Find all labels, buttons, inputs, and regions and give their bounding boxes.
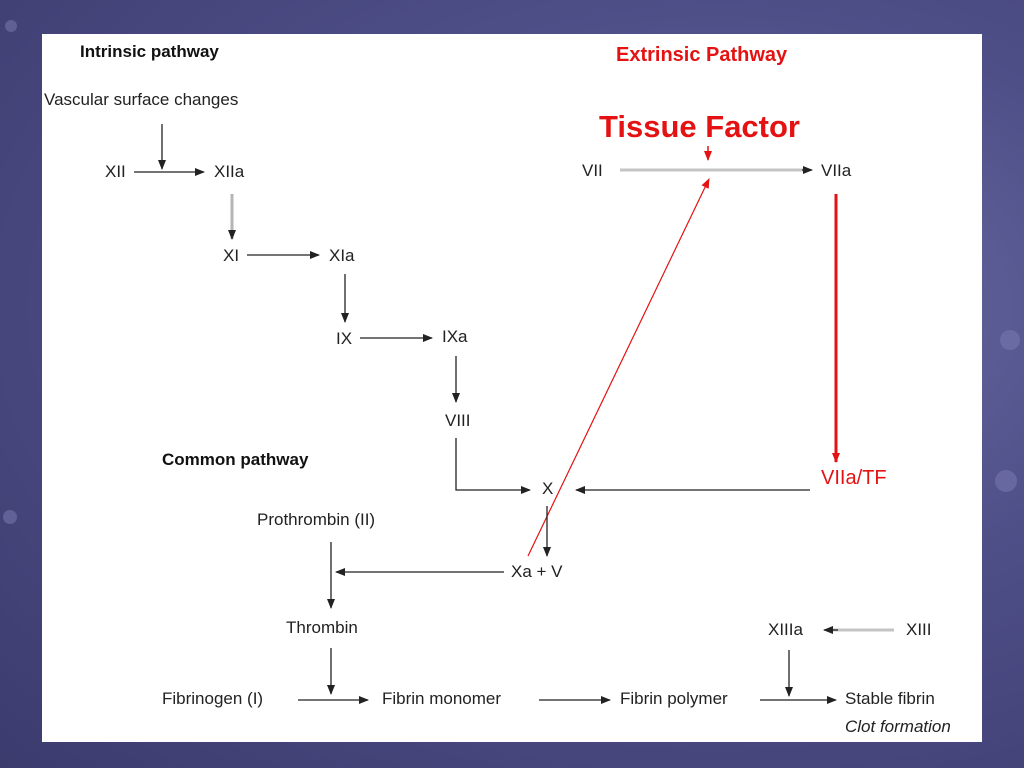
fibrinogen-label: Fibrinogen (I) bbox=[162, 689, 264, 708]
fibrin-polymer-label: Fibrin polymer bbox=[620, 689, 728, 708]
extrinsic-title: Extrinsic Pathway bbox=[616, 44, 788, 66]
factor-viia: VIIa bbox=[821, 161, 852, 180]
factor-viii: VIII bbox=[445, 411, 471, 430]
pathway-arrows bbox=[134, 124, 894, 704]
background-dot bbox=[3, 510, 17, 524]
factor-ixa: IXa bbox=[442, 327, 468, 346]
arrow-viii-to-x bbox=[455, 438, 531, 494]
factor-xii: XII bbox=[105, 162, 126, 181]
intrinsic-title: Intrinsic pathway bbox=[80, 42, 219, 61]
factor-xia: XIa bbox=[329, 246, 355, 265]
common-title: Common pathway bbox=[162, 450, 309, 469]
factor-xiii: XIII bbox=[906, 620, 932, 639]
factor-xi: XI bbox=[223, 246, 240, 265]
arrow-xa-feedback bbox=[527, 178, 710, 557]
diagram-slide: Intrinsic pathway Vascular surface chang… bbox=[42, 34, 982, 742]
vascular-surface-label: Vascular surface changes bbox=[44, 90, 239, 109]
thrombin-label: Thrombin bbox=[286, 618, 358, 637]
stable-fibrin-label: Stable fibrin bbox=[845, 689, 935, 708]
factor-x: X bbox=[542, 479, 554, 498]
factor-xiia: XIIa bbox=[214, 162, 245, 181]
clot-formation-label: Clot formation bbox=[845, 717, 951, 736]
background-dot bbox=[1000, 330, 1020, 350]
factor-xiiia: XIIIa bbox=[768, 620, 803, 639]
background-dot bbox=[995, 470, 1017, 492]
prothrombin-label: Prothrombin (II) bbox=[257, 510, 376, 529]
viia-tf-complex: VIIa/TF bbox=[821, 467, 887, 489]
tissue-factor-label: Tissue Factor bbox=[599, 109, 801, 144]
factor-ix: IX bbox=[336, 329, 353, 348]
background-dot bbox=[5, 20, 17, 32]
factor-vii: VII bbox=[582, 161, 603, 180]
fibrin-monomer-label: Fibrin monomer bbox=[382, 689, 502, 708]
factor-xa-v: Xa + V bbox=[511, 562, 563, 581]
